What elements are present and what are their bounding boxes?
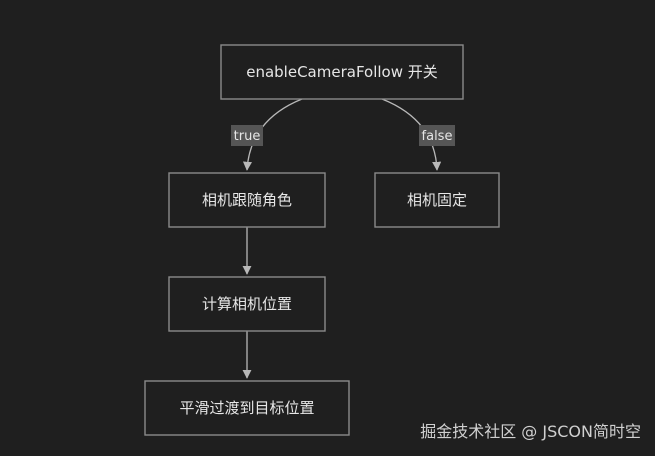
node-root: enableCameraFollow 开关 xyxy=(220,44,464,100)
edge-label-true: true xyxy=(231,125,263,146)
node-compute: 计算相机位置 xyxy=(168,276,326,332)
node-fixed: 相机固定 xyxy=(374,172,500,228)
node-follow-text: 相机跟随角色 xyxy=(202,191,292,209)
node-smooth: 平滑过渡到目标位置 xyxy=(144,380,350,436)
node-root-text: enableCameraFollow 开关 xyxy=(246,63,438,81)
edge-label-true-text: true xyxy=(234,129,261,144)
node-compute-text: 计算相机位置 xyxy=(202,295,292,313)
edge-label-false-text: false xyxy=(422,129,453,144)
node-follow: 相机跟随角色 xyxy=(168,172,326,228)
node-smooth-text: 平滑过渡到目标位置 xyxy=(179,399,314,417)
watermark: 掘金技术社区 @ JSCON简时空 xyxy=(420,422,641,441)
edge-label-false: false xyxy=(419,125,455,146)
node-fixed-text: 相机固定 xyxy=(407,191,467,209)
